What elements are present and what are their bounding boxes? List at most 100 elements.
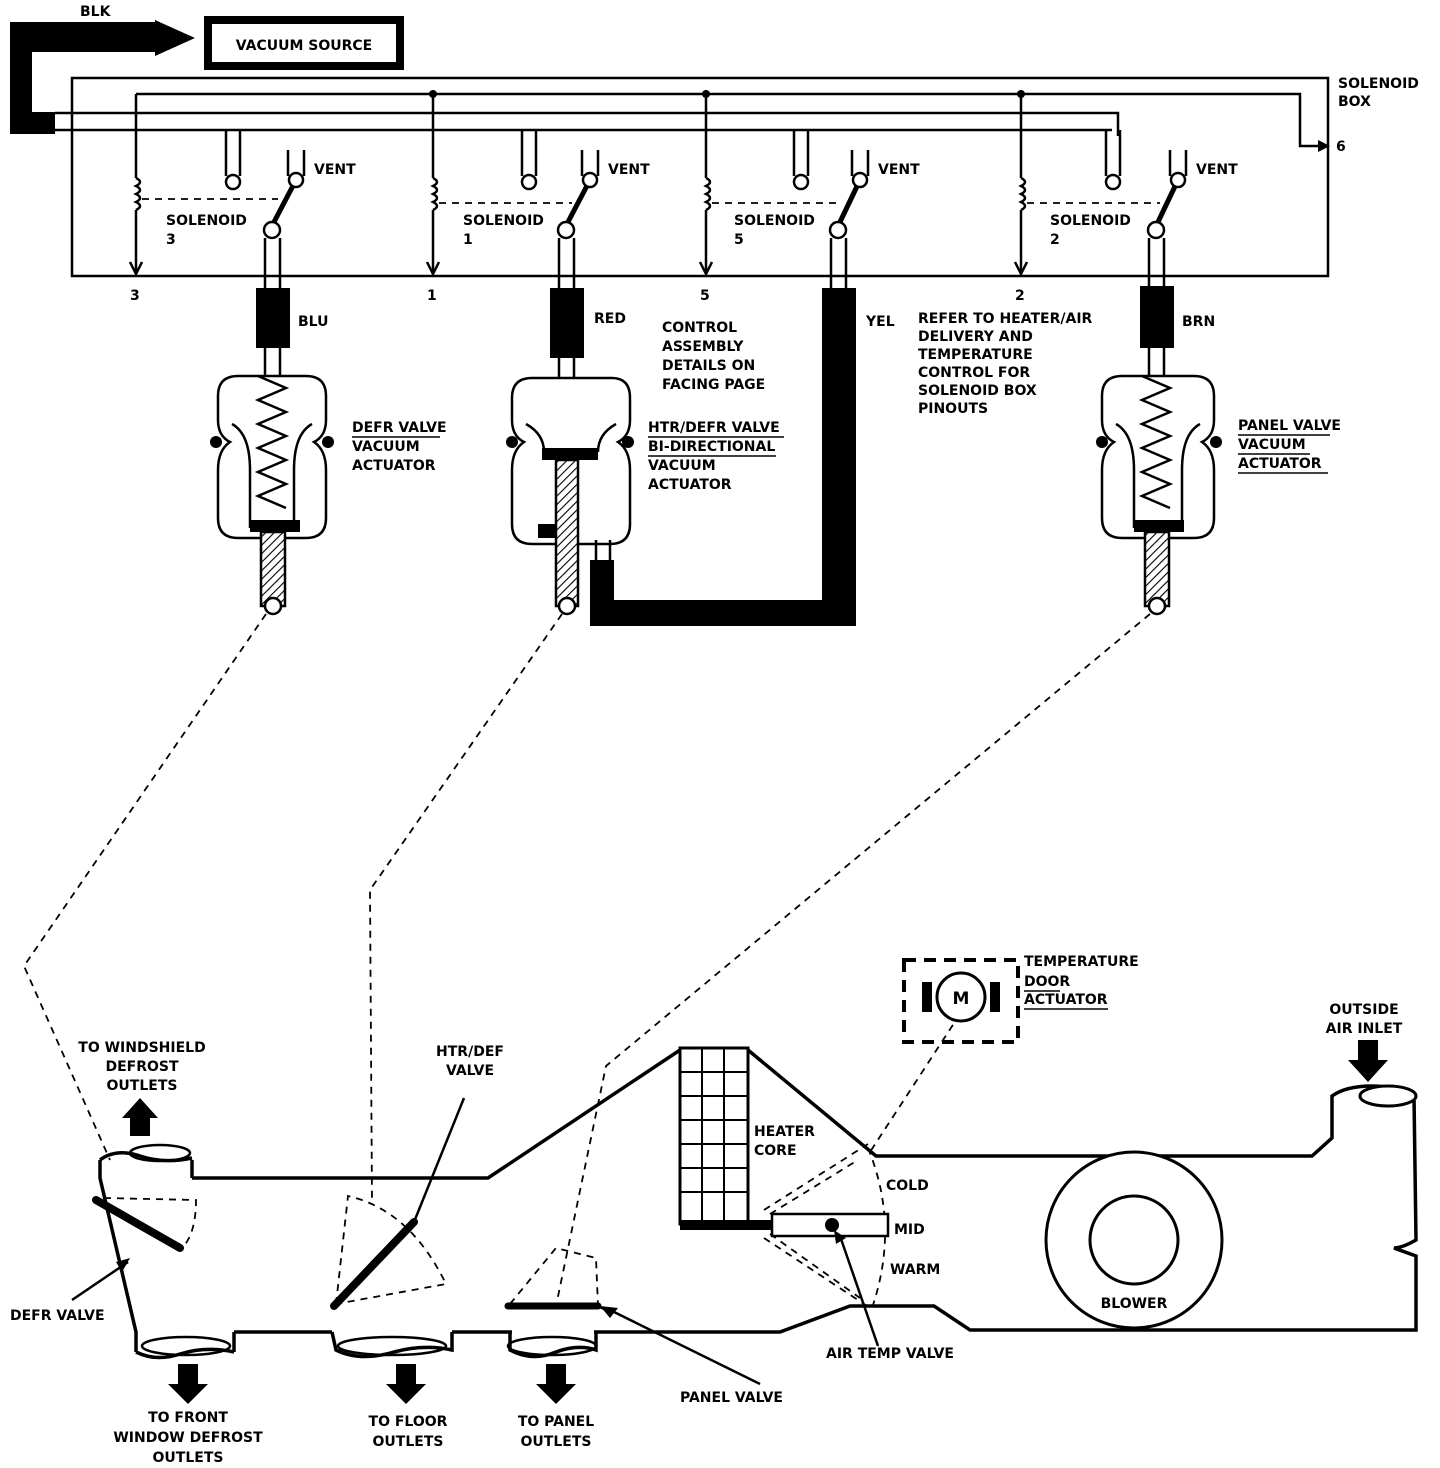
warm-label: WARM <box>890 1262 940 1278</box>
blower: BLOWER <box>1044 1150 1224 1330</box>
floor-label: OUTLETS <box>373 1434 444 1450</box>
note-line: ASSEMBLY <box>662 339 744 355</box>
solenoid-1-num: 1 <box>463 232 473 248</box>
vent-1-label: VENT <box>608 162 650 178</box>
panel-actuator-label: ACTUATOR <box>1238 456 1322 472</box>
outside-air-label: OUTSIDE <box>1329 1002 1398 1018</box>
solenoid-2-label: SOLENOID <box>1050 213 1131 229</box>
temp-door-label: DOOR <box>1024 974 1070 990</box>
vent-5-label: VENT <box>878 162 920 178</box>
htr-defr-valve-actuator: HTR/DEFR VALVE BI-DIRECTIONAL VACUUM ACT… <box>506 358 780 616</box>
blower-label: BLOWER <box>1101 1296 1168 1312</box>
panel-actuator-label: PANEL VALVE <box>1238 418 1341 434</box>
solenoid-2: SOLENOID 2 VENT 2 <box>1013 94 1238 304</box>
htr-defr-actuator-label: VACUUM <box>648 458 716 474</box>
pin6-arrow-icon <box>1318 140 1330 152</box>
htr-defr-linkage <box>369 613 563 1203</box>
htr-def-valve-label: HTR/DEF <box>436 1044 504 1060</box>
htr-def-valve-door <box>330 1097 466 1310</box>
htr-defr-actuator-label: HTR/DEFR VALVE <box>648 420 780 436</box>
vacuum-source-box <box>204 16 404 70</box>
duct-labels: TO WINDSHIELD DEFROST OUTLETS DEFR VALVE… <box>10 1002 1403 1466</box>
panel-valve-actuator: PANEL VALVE VACUUM ACTUATOR <box>1096 348 1341 616</box>
windshield-label: TO WINDSHIELD <box>78 1040 205 1056</box>
front-window-label: WINDOW DEFROST <box>113 1430 263 1446</box>
note-line: DETAILS ON <box>662 358 755 374</box>
defr-valve-door <box>92 1196 197 1252</box>
pin-6-label: 6 <box>1336 139 1346 155</box>
defr-actuator-label: DEFR VALVE <box>352 420 447 436</box>
temp-door-label: ACTUATOR <box>1024 992 1108 1008</box>
red-connector <box>550 288 584 358</box>
blu-label: BLU <box>298 314 328 330</box>
vacuum-source-label: VACUUM SOURCE <box>236 38 373 54</box>
vent-2-label: VENT <box>1196 162 1238 178</box>
vacuum-manifold <box>55 111 1120 136</box>
red-label: RED <box>594 311 626 327</box>
temp-door-linkage <box>869 1013 961 1153</box>
note-line: TEMPERATURE <box>918 347 1033 363</box>
blk-label: BLK <box>80 4 112 20</box>
blk-vacuum-line <box>10 22 160 134</box>
temperature-door-actuator: M TEMPERATURE DOOR ACTUATOR <box>902 954 1139 1044</box>
panel-valve-door <box>504 1246 761 1386</box>
note-line: DELIVERY AND <box>918 329 1033 345</box>
note-line: FACING PAGE <box>662 377 765 393</box>
front-window-label: OUTLETS <box>153 1450 224 1466</box>
panel-actuator-label: VACUUM <box>1238 437 1306 453</box>
panel-outlets-label: TO PANEL <box>518 1414 594 1430</box>
arrow-down-icon <box>386 1364 426 1404</box>
defr-actuator-label: VACUUM <box>352 439 420 455</box>
heater-core: HEATER CORE <box>678 1046 815 1230</box>
arrow-down-icon <box>536 1364 576 1404</box>
yel-vacuum-line <box>590 288 856 626</box>
brn-connector <box>1140 286 1174 348</box>
cold-label: COLD <box>886 1178 929 1194</box>
panel-valve-label: PANEL VALVE <box>680 1390 783 1406</box>
panel-linkage <box>555 613 1151 1307</box>
yel-label: YEL <box>865 314 895 330</box>
solenoid-1-label: SOLENOID <box>463 213 544 229</box>
solenoid-5: SOLENOID 5 VENT 5 <box>698 94 920 304</box>
note-line: CONTROL <box>662 320 737 336</box>
htr-def-valve-label: VALVE <box>446 1063 494 1079</box>
note-line: CONTROL FOR <box>918 365 1030 381</box>
outside-air-label: AIR INLET <box>1326 1021 1403 1037</box>
note-line: SOLENOID BOX <box>918 383 1037 399</box>
solenoid-2-num: 2 <box>1050 232 1060 248</box>
solenoid-3-num: 3 <box>166 232 176 248</box>
heater-core-label: HEATER <box>754 1124 815 1140</box>
floor-label: TO FLOOR <box>369 1414 448 1430</box>
htr-defr-actuator-label: BI-DIRECTIONAL <box>648 439 775 455</box>
windshield-label: OUTLETS <box>107 1078 178 1094</box>
mid-label: MID <box>894 1222 925 1238</box>
note-line: PINOUTS <box>918 401 988 417</box>
solenoid-5-label: SOLENOID <box>734 213 815 229</box>
brn-label: BRN <box>1182 314 1215 330</box>
leader-arrow-icon <box>116 1258 130 1272</box>
blu-connector <box>256 288 290 348</box>
defr-valve-label: DEFR VALVE <box>10 1308 105 1324</box>
vent-3-label: VENT <box>314 162 356 178</box>
solenoid-1: SOLENOID 1 VENT 1 <box>425 94 650 304</box>
hvac-case <box>98 1048 1418 1360</box>
solenoid-3-label: SOLENOID <box>166 213 247 229</box>
pin-3-label: 3 <box>130 288 140 304</box>
control-assembly-note: CONTROL ASSEMBLY DETAILS ON FACING PAGE <box>662 320 765 393</box>
note-line: REFER TO HEATER/AIR <box>918 311 1093 327</box>
solenoid-5-num: 5 <box>734 232 744 248</box>
arrow-up-icon <box>122 1098 158 1136</box>
windshield-label: DEFROST <box>105 1059 179 1075</box>
arrow-down-icon <box>1348 1040 1388 1082</box>
pin-1-label: 1 <box>427 288 437 304</box>
temp-door-label: TEMPERATURE <box>1024 954 1139 970</box>
pin-2-label: 2 <box>1015 288 1025 304</box>
panel-outlets-label: OUTLETS <box>521 1434 592 1450</box>
arrow-down-icon <box>168 1364 208 1404</box>
htr-defr-actuator-label: ACTUATOR <box>648 477 732 493</box>
pin-5-label: 5 <box>700 288 710 304</box>
heater-core-label: CORE <box>754 1143 797 1159</box>
flow-arrows <box>122 1040 1388 1404</box>
vacuum-source: BLK VACUUM SOURCE <box>10 4 404 134</box>
